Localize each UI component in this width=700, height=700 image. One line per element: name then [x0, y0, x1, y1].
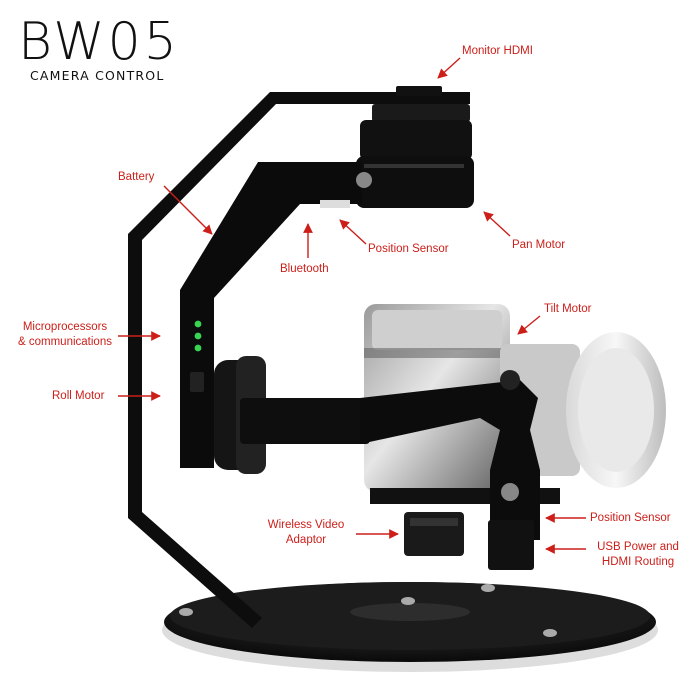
- label-monitor-hdmi: Monitor HDMI: [462, 45, 533, 57]
- label-battery: Battery: [118, 171, 155, 183]
- arrow-position-sensor-top: [339, 219, 367, 245]
- logo-subtitle: CAMERA CONTROL: [30, 68, 165, 83]
- label-usb-power: USB Power and HDMI Routing: [588, 540, 688, 570]
- label-microprocessors-line1: Microprocessors: [22, 321, 108, 333]
- label-wireless-line1: Wireless Video: [267, 519, 345, 531]
- pan-motor: [356, 86, 474, 208]
- label-pan-motor: Pan Motor: [512, 239, 566, 251]
- label-wireless-video: Wireless Video Adaptor: [258, 518, 354, 548]
- label-usb-line2: HDMI Routing: [601, 556, 675, 568]
- label-bluetooth: Bluetooth: [280, 263, 329, 275]
- label-microprocessors: Microprocessors & communications: [14, 320, 116, 350]
- label-microprocessors-line2: & communications: [18, 336, 112, 348]
- base-plate: [162, 582, 658, 672]
- label-position-sensor-top: Position Sensor: [368, 243, 449, 255]
- arrow-battery: [163, 185, 213, 235]
- label-roll-motor: Roll Motor: [52, 390, 105, 402]
- tilt-arm: [240, 370, 540, 570]
- status-leds: [194, 320, 202, 352]
- label-usb-line1: USB Power and: [597, 541, 679, 553]
- label-wireless-line2: Adaptor: [285, 534, 327, 546]
- wireless-adaptor: [404, 512, 464, 556]
- arrow-tilt-motor: [517, 315, 541, 335]
- arrow-pan-motor: [483, 211, 511, 237]
- label-position-sensor-bottom: Position Sensor: [590, 512, 671, 524]
- annotation-arrows: [118, 57, 586, 554]
- inner-frame-arm: [180, 162, 362, 468]
- label-tilt-motor: Tilt Motor: [544, 303, 592, 315]
- arrow-monitor-hdmi: [437, 57, 461, 79]
- logo-title: BW05: [18, 12, 180, 72]
